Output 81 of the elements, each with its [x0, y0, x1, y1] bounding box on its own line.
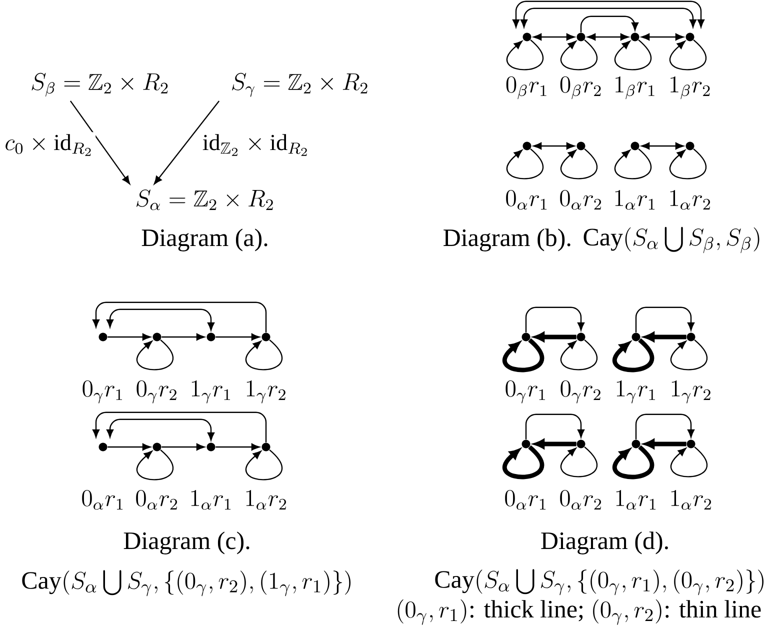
- vertex-label: $1_\alpha r_1$: [615, 190, 655, 210]
- arrow: [108, 333, 151, 341]
- vertex-label: $1_\gamma r_1$: [192, 380, 230, 404]
- loop-arrow: [136, 450, 174, 480]
- caption: $\text{Cay}(S_\alpha \bigcup S_\gamma, \{(0_\gamma, r_1), (0_\gamma, r_2)\})$: [435, 569, 764, 596]
- edge-label: $c_0 \times \mathrm{id}_{R_2}$: [2, 132, 96, 158]
- arrow: [641, 33, 684, 41]
- set-expression: $S_\gamma = \mathbb{Z}_2 \times R_2$: [232, 72, 368, 97]
- vertex-label: $0_\beta r_2$: [560, 76, 601, 100]
- loop-arrow: [614, 148, 652, 180]
- vertex-label: $0_\alpha r_1$: [82, 490, 123, 510]
- vertex-label: $0_\gamma r_1$: [506, 380, 545, 404]
- vertex-label: $1_\alpha r_2$: [670, 190, 710, 210]
- caption: $(0_\gamma, r_1)\text{: thick line; }(0_\gamma, r_2)\text{: thin line}$: [398, 599, 761, 625]
- loop-arrow: [612, 445, 654, 480]
- vertex-label: $0_\beta r_1$: [506, 76, 546, 100]
- arc-arrow: [512, 0, 705, 28]
- vertex-label: $0_\alpha r_2$: [136, 490, 177, 510]
- vertex-label: $1_\beta r_1$: [616, 76, 654, 100]
- loop-arrow: [670, 446, 708, 478]
- loop-arrow: [560, 148, 598, 180]
- loop-arrow: [670, 340, 708, 370]
- loop-arrow: [612, 338, 654, 372]
- arrow: [533, 33, 575, 41]
- loop-arrow: [670, 40, 706, 70]
- set-expression: $S_\alpha = \mathbb{Z}_2 \times R_2$: [136, 189, 273, 210]
- caption: $\text{Cay}(S_\alpha \bigcup S_\beta, S_\beta)$: [584, 226, 760, 254]
- vertex-label: $1_\gamma r_1$: [616, 380, 655, 404]
- loop-arrow: [502, 338, 544, 372]
- vertex-label: $1_\alpha r_2$: [246, 490, 286, 510]
- arc-arrow: [580, 16, 639, 32]
- arrow: [533, 142, 575, 150]
- arrow: [216, 443, 260, 451]
- caption: Diagram (b).: [444, 228, 570, 252]
- loop-arrow: [506, 40, 544, 70]
- loop-arrow: [506, 148, 544, 180]
- vertex-label: $1_\gamma r_2$: [672, 380, 710, 404]
- loop-arrow: [560, 446, 598, 478]
- vertex-label: $0_\alpha r_1$: [506, 190, 547, 210]
- edge-label: $\mathrm{id}_{\mathbb{Z}_2} \times \mathrm{id}_{R_2}$: [200, 132, 312, 158]
- arrow: [587, 33, 629, 41]
- arrow: [108, 443, 151, 451]
- loop-arrow: [670, 148, 706, 180]
- arrow: [70, 100, 130, 184]
- arrow: [162, 333, 205, 341]
- arc-arrow: [106, 308, 215, 331]
- caption: Diagram (d).: [541, 532, 668, 554]
- arc-arrow: [106, 418, 215, 441]
- vertex-label: $1_\alpha r_1$: [616, 490, 656, 510]
- loop-arrow: [246, 340, 282, 370]
- loop-arrow: [614, 40, 652, 70]
- loop-arrow: [560, 40, 598, 70]
- arc-arrow: [92, 302, 267, 332]
- caption: Diagram (a).: [142, 228, 268, 252]
- vertex-label: $1_\beta r_2$: [670, 76, 710, 100]
- loop-arrow: [560, 340, 598, 370]
- vertex-label: $0_\alpha r_2$: [560, 490, 601, 510]
- arc-arrow: [92, 412, 267, 442]
- vertex-label: $1_\gamma r_2$: [246, 380, 286, 404]
- arc-arrow: [635, 414, 695, 440]
- vertex-label: $0_\gamma r_1$: [82, 380, 122, 404]
- set-expression: $S_\beta = \mathbb{Z}_2 \times R_2$: [32, 72, 168, 97]
- vertex-label: $1_\alpha r_2$: [671, 490, 711, 510]
- vertex-label: $0_\gamma r_2$: [560, 380, 600, 404]
- arc-arrow: [520, 8, 697, 28]
- loop-arrow: [136, 340, 174, 370]
- caption: $\text{Cay}(S_\alpha \bigcup S_\gamma, \{(0_\gamma, r_2), (1_\gamma, r_1)\})$: [22, 570, 350, 596]
- vertex-label: $0_\gamma r_2$: [136, 380, 176, 404]
- vertex-label: $0_\alpha r_1$: [505, 490, 546, 510]
- caption: Diagram (c).: [124, 532, 250, 554]
- loop-arrow: [502, 445, 544, 480]
- arc-arrow: [635, 306, 695, 332]
- vertex-label: $1_\alpha r_1$: [191, 490, 231, 510]
- arc-arrow: [525, 414, 585, 440]
- arrow: [641, 142, 684, 150]
- vertex-label: $0_\alpha r_2$: [560, 190, 601, 210]
- loop-arrow: [246, 450, 282, 480]
- arrow: [162, 443, 205, 451]
- arc-arrow: [525, 306, 585, 332]
- arrow: [216, 333, 260, 341]
- arrow: [154, 100, 220, 184]
